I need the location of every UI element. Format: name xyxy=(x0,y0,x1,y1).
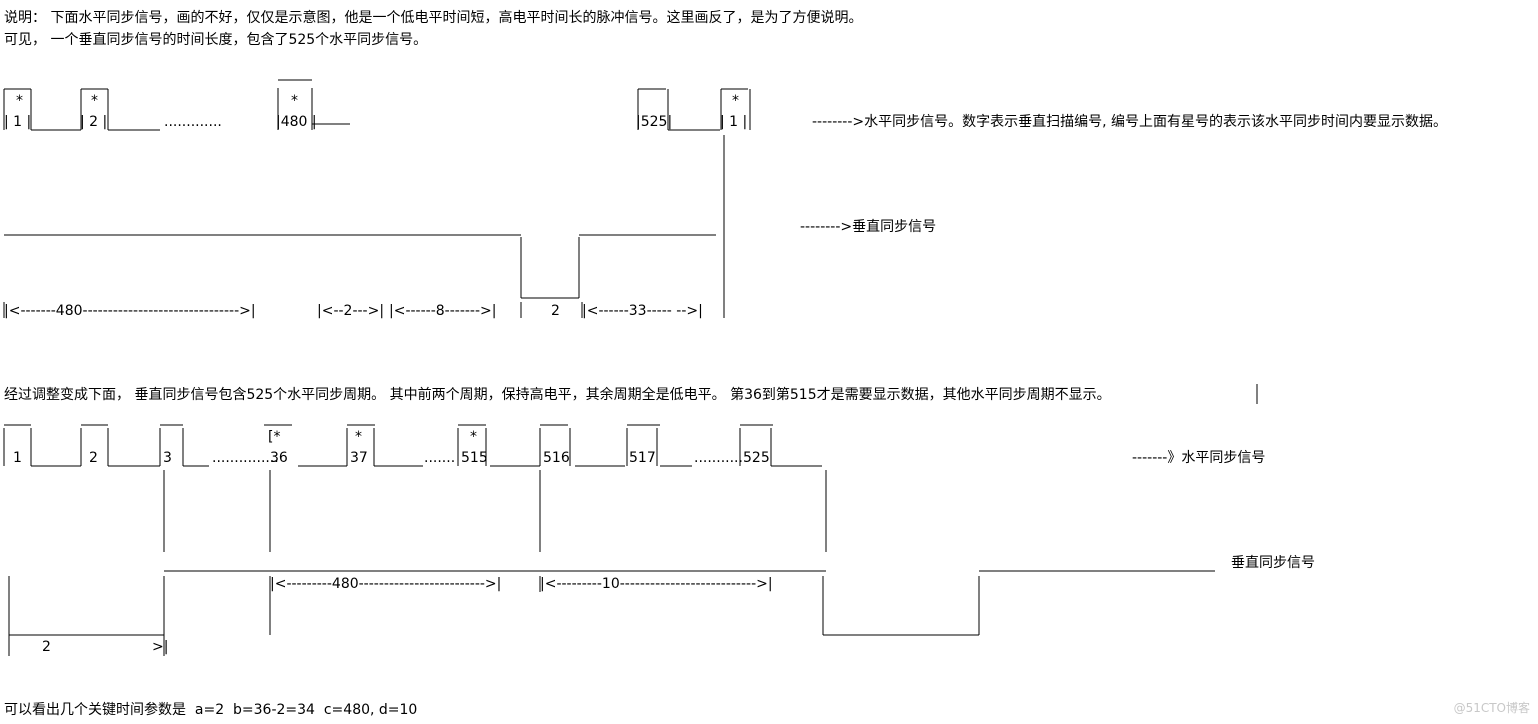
middle-description: 经过调整变成下面， 垂直同步信号包含525个水平同步周期。 其中前两个周期，保持… xyxy=(4,387,1111,403)
h-star-1: * xyxy=(16,93,23,109)
timing2-480: |<---------480------------------------->… xyxy=(270,576,502,592)
footer-summary: 可以看出几个关键时间参数是 a=2 b=36-2=34 c=480, d=10 xyxy=(4,702,418,718)
watermark: @51CTO博客 xyxy=(1453,701,1530,715)
timing-2: |<--2--->| xyxy=(317,303,385,319)
timing-480: |<-------480----------------------------… xyxy=(4,303,256,319)
h2-label-36: 36 xyxy=(270,450,288,466)
h2-star-515: * xyxy=(470,429,477,445)
h-star-480: * xyxy=(291,93,298,109)
h2-dots-a: ............... xyxy=(212,450,279,466)
h-pulse-label-1: | 1 | xyxy=(4,114,32,130)
intro-line-1: 说明： 下面水平同步信号，画的不好，仅仅是示意图，他是一个低电平时间短，高电平时… xyxy=(4,10,863,26)
h-pulse-label-480: |480 | xyxy=(276,114,317,130)
h-pulse-label-525: |525| xyxy=(636,114,673,130)
v-sync-caption: -------->垂直同步信号 xyxy=(800,219,937,235)
timing-8: |<------8------->| xyxy=(389,303,497,319)
h2-label-2: 2 xyxy=(89,450,98,466)
intro-line-2: 可见， 一个垂直同步信号的时间长度，包含了525个水平同步信号。 xyxy=(4,32,428,48)
timing2-arrow: >| xyxy=(152,639,169,655)
h-pulse-label-1b: | 1 | xyxy=(720,114,748,130)
h-pulse-label-2: | 2 | xyxy=(80,114,108,130)
h2-label-37: 37 xyxy=(350,450,368,466)
h2-label-517: 517 xyxy=(629,450,656,466)
h-star-2: * xyxy=(91,93,98,109)
h2-star-36: [* xyxy=(268,429,281,445)
h2-label-516: 516 xyxy=(543,450,570,466)
v2-sync-caption: 垂直同步信号 xyxy=(1231,555,1315,571)
h2-label-515: 515 xyxy=(461,450,488,466)
h2-dots-b: ....... xyxy=(424,450,456,466)
h-dots: ............. xyxy=(164,114,222,130)
h2-label-525: 525 xyxy=(743,450,770,466)
timing2-2: 2 xyxy=(42,639,51,655)
h2-label-3: 3 xyxy=(163,450,172,466)
timing2-10: |<---------10---------------------------… xyxy=(540,576,773,592)
h2-sync-caption: -------》水平同步信号 xyxy=(1132,450,1266,466)
h2-dots-c: ........... xyxy=(694,450,743,466)
timing-2b: 2 xyxy=(551,303,560,319)
h2-label-1: 1 xyxy=(13,450,22,466)
timing-33: |<------33----- -->| xyxy=(582,303,703,319)
h-sync-caption: -------->水平同步信号。数字表示垂直扫描编号, 编号上面有星号的表示该水… xyxy=(812,114,1448,130)
h-star-1b: * xyxy=(732,93,739,109)
h2-star-37: * xyxy=(355,429,362,445)
